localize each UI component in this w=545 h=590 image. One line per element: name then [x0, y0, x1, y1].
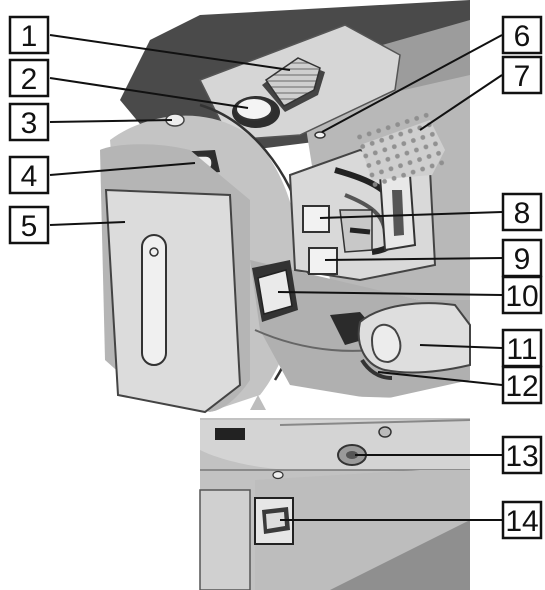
callout-9: 9 [501, 238, 543, 278]
svg-text:10: 10 [505, 280, 538, 313]
svg-text:5: 5 [21, 210, 38, 243]
svg-text:9: 9 [514, 243, 531, 276]
strap-hook [360, 358, 393, 380]
callout-11: 11 [501, 328, 543, 368]
svg-text:11: 11 [506, 333, 537, 366]
callout-14: 14 [501, 500, 543, 540]
av-jack [302, 205, 330, 233]
svg-text:4: 4 [21, 160, 38, 193]
bottom-view-inset [199, 418, 471, 590]
svg-text:1: 1 [21, 20, 38, 53]
callout-1: 1 [8, 15, 50, 55]
battery-release-button [252, 260, 298, 322]
callout-3: 3 [8, 102, 50, 142]
svg-text:7: 7 [514, 60, 531, 93]
svg-text:3: 3 [21, 107, 38, 140]
battery-pack [100, 144, 250, 414]
callout-7: 7 [501, 55, 543, 95]
usb-port [308, 247, 338, 275]
svg-text:12: 12 [505, 370, 538, 403]
svg-text:6: 6 [514, 20, 531, 53]
svg-text:8: 8 [514, 197, 531, 230]
callout-8: 8 [501, 192, 543, 232]
svg-text:13: 13 [505, 440, 538, 473]
svg-text:14: 14 [505, 505, 538, 538]
access-lamp [314, 131, 326, 139]
callout-6: 6 [501, 15, 543, 55]
callout-5: 5 [8, 205, 50, 245]
tripod-receptacle [337, 426, 392, 466]
leader-lines [49, 34, 503, 521]
callout-12: 12 [501, 365, 543, 405]
camcorder-body [100, 0, 471, 420]
callout-10: 10 [501, 275, 543, 315]
callout-4: 4 [8, 155, 50, 195]
grip-belt [330, 302, 471, 374]
zoom-lever [262, 57, 325, 112]
photo-button [232, 96, 280, 128]
callout-2: 2 [8, 58, 50, 98]
svg-text:2: 2 [21, 63, 38, 96]
callout-13: 13 [501, 435, 543, 475]
